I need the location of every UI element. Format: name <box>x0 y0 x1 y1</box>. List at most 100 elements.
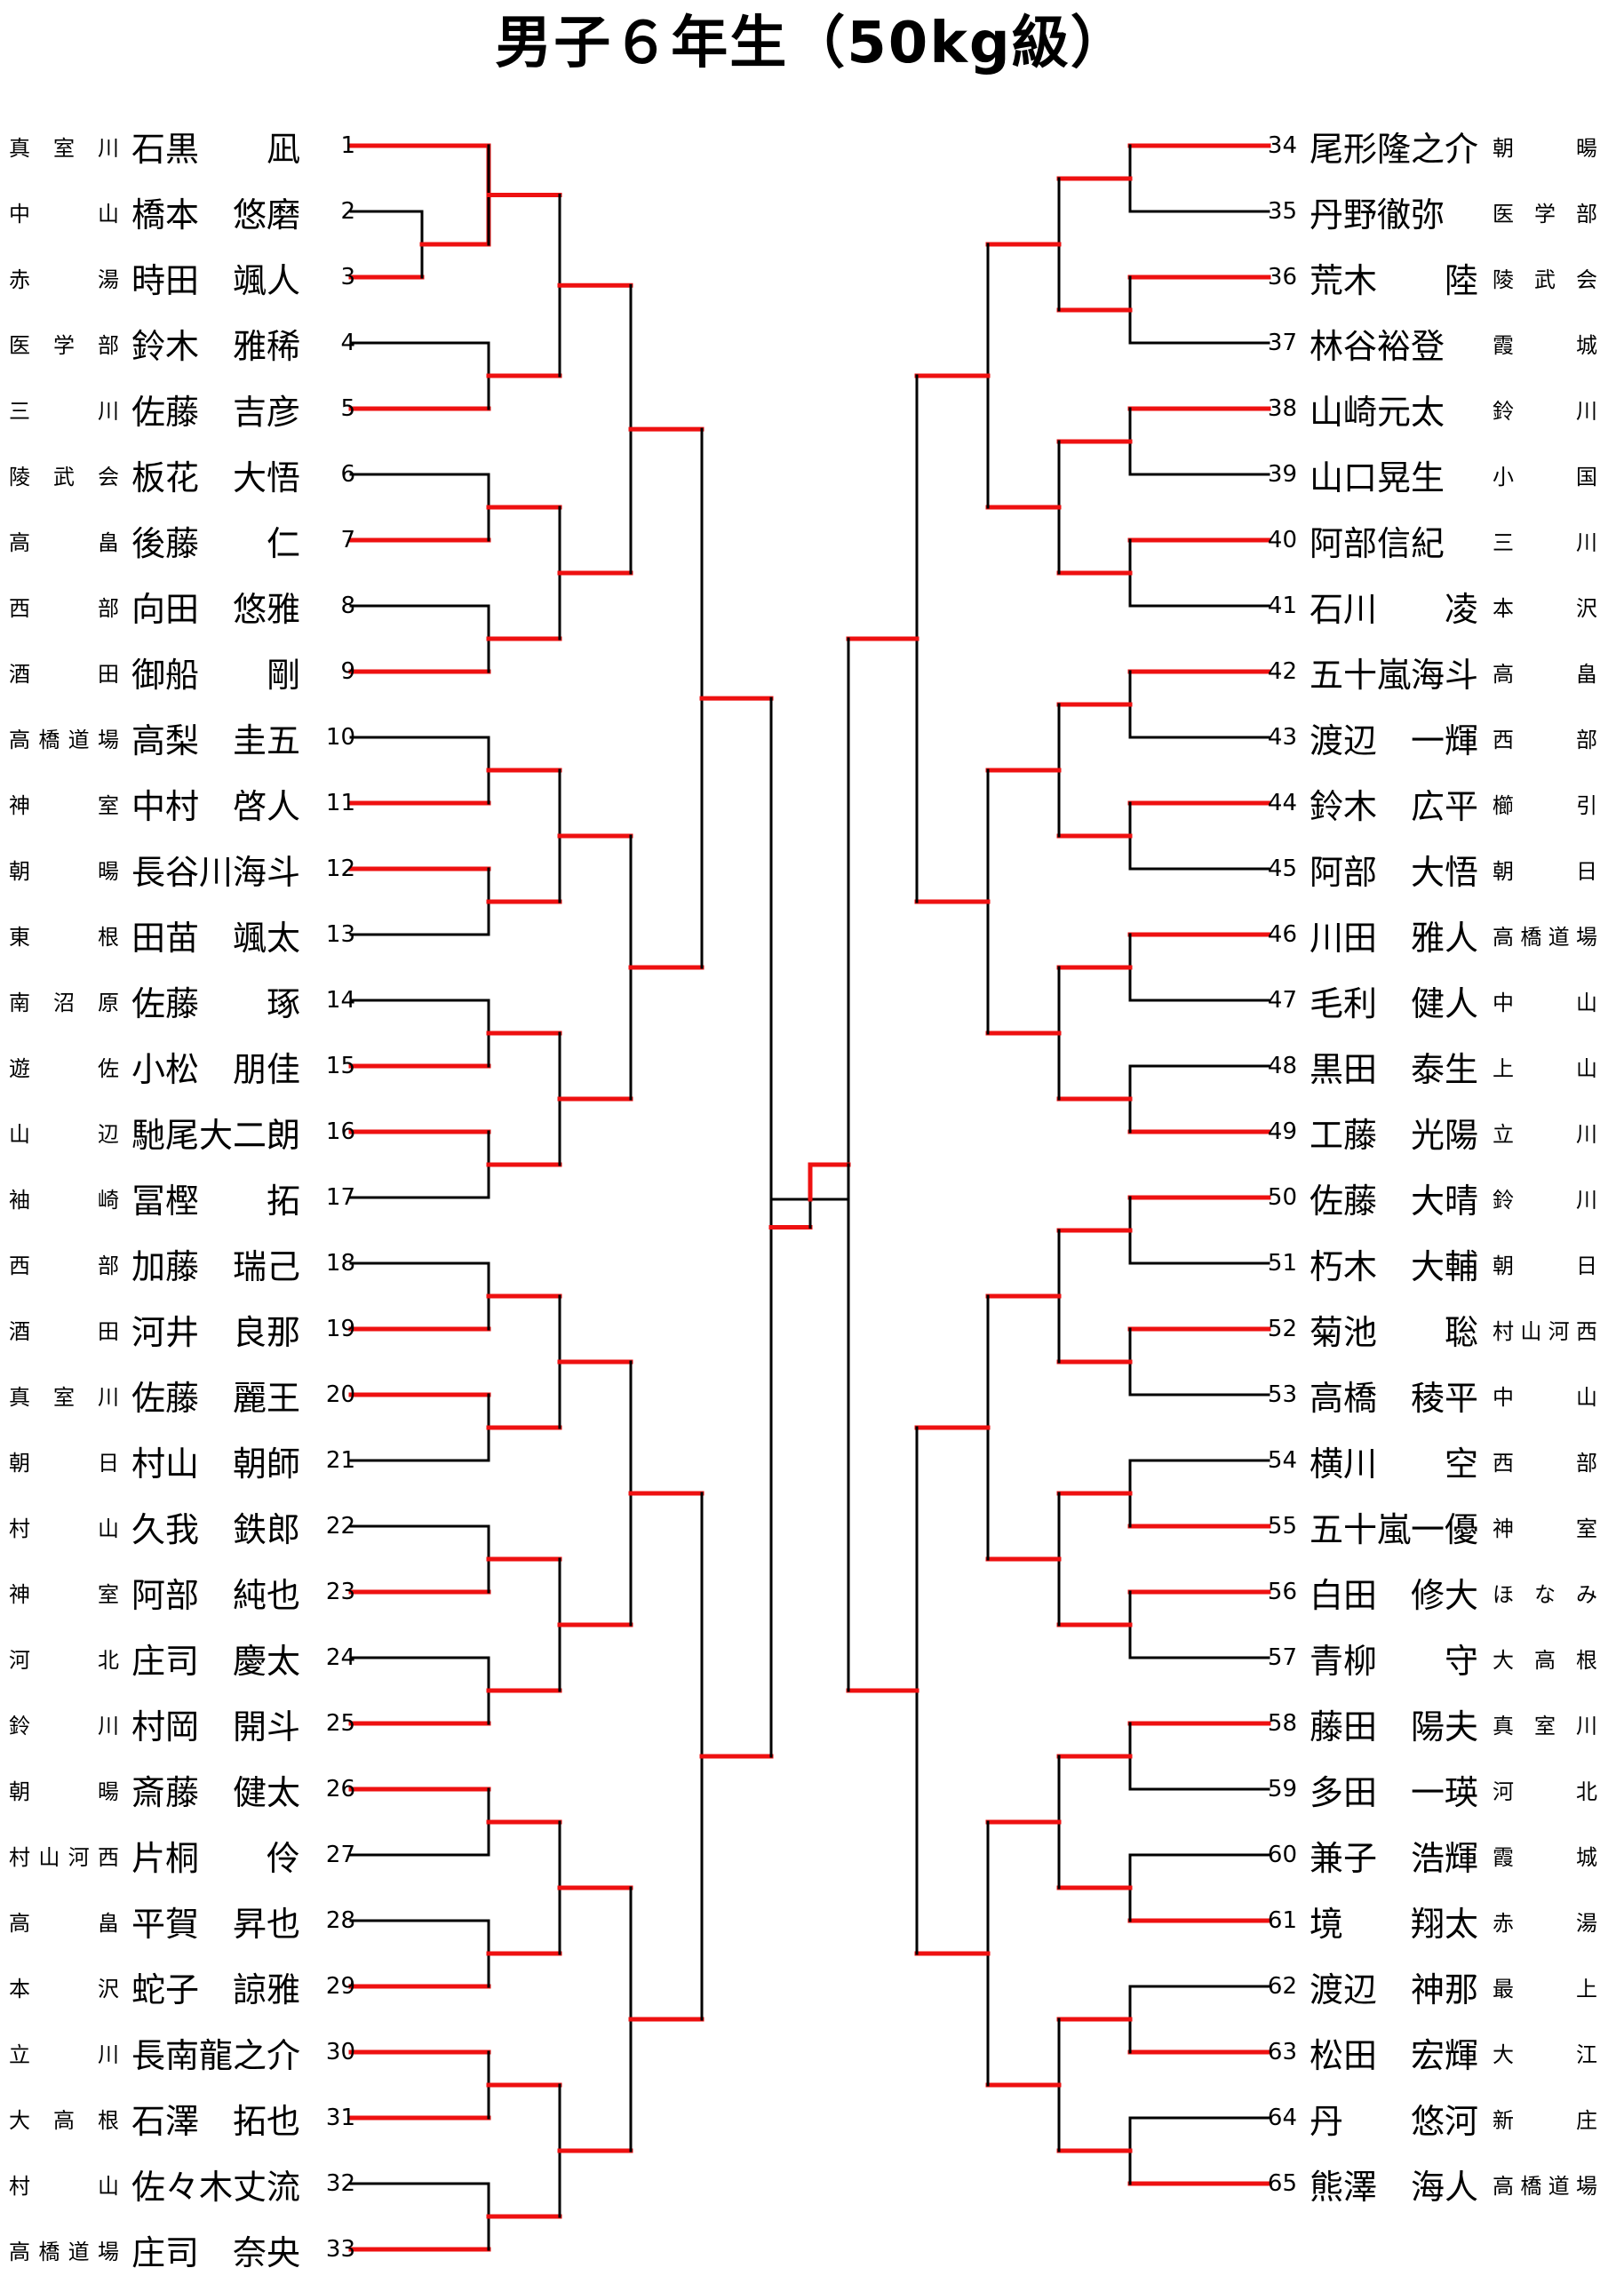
entry-row: 51 朽木 大輔朝 日 <box>1262 1237 1597 1290</box>
player-name: 石川 凌 <box>1310 589 1479 629</box>
seed-number: 36 <box>1267 264 1297 290</box>
club-name: 中 山 <box>9 201 119 227</box>
player-name: 板花 大悟 <box>131 458 301 497</box>
player-name: 熊澤 海人 <box>1310 2167 1479 2207</box>
player-name: 高梨 圭五 <box>131 720 301 760</box>
seed-number: 21 <box>325 1447 355 1474</box>
player-name: 佐藤 吉彦 <box>131 392 301 432</box>
player-name: 久我 鉄郎 <box>131 1509 301 1549</box>
club-name: 立 川 <box>1493 1121 1597 1147</box>
seed-number: 39 <box>1267 461 1297 488</box>
club-name: 神 室 <box>9 792 119 818</box>
player-name: 五十嵐一優 <box>1310 1509 1479 1549</box>
club-name: 三 川 <box>9 398 119 424</box>
club-name: 高 畠 <box>9 1910 119 1936</box>
seed-number: 20 <box>325 1381 355 1408</box>
club-name: 本 沢 <box>9 1976 119 2001</box>
seed-number: 8 <box>340 593 355 619</box>
player-name: 工藤 光陽 <box>1310 1115 1479 1155</box>
player-name: 庄司 慶太 <box>131 1641 301 1681</box>
club-name: 河 北 <box>9 1647 119 1673</box>
club-name: 新 庄 <box>1493 2107 1597 2133</box>
player-name: 加藤 瑞己 <box>131 1246 301 1286</box>
club-name: 神 室 <box>1493 1516 1597 1541</box>
club-name: 高橋道場 <box>9 727 119 752</box>
player-name: 片桐 伶 <box>131 1838 301 1878</box>
player-name: 蛇子 諒雅 <box>131 1970 301 2009</box>
club-name: 朝 日 <box>1493 1253 1597 1278</box>
player-name: 田苗 颯太 <box>131 918 301 958</box>
player-name: 林谷裕登 <box>1310 326 1445 366</box>
seed-number: 3 <box>340 264 355 290</box>
seed-number: 47 <box>1267 987 1297 1014</box>
seed-number: 56 <box>1267 1579 1297 1605</box>
club-name: 山 辺 <box>9 1121 119 1147</box>
player-name: 時田 颯人 <box>131 260 301 300</box>
entry-row: 64 丹 悠河新 庄 <box>1262 2091 1597 2145</box>
player-name: 朽木 大輔 <box>1310 1246 1479 1286</box>
seed-number: 18 <box>325 1250 355 1277</box>
player-name: 藤田 陽夫 <box>1310 1707 1479 1747</box>
club-name: 真室川 <box>9 135 119 161</box>
seed-number: 4 <box>340 330 355 356</box>
player-name: 山口晃生 <box>1310 458 1445 497</box>
seed-number: 51 <box>1267 1250 1297 1277</box>
player-name: 阿部 大悟 <box>1310 852 1479 892</box>
player-name: 多田 一瑛 <box>1310 1772 1479 1812</box>
player-name: 丹 悠河 <box>1310 2101 1479 2141</box>
seed-number: 44 <box>1267 790 1297 816</box>
seed-number: 31 <box>325 2105 355 2131</box>
player-name: 村岡 開斗 <box>131 1707 301 1747</box>
seed-number: 61 <box>1267 1907 1297 1934</box>
seed-number: 64 <box>1267 2105 1297 2131</box>
seed-number: 42 <box>1267 658 1297 685</box>
seed-number: 30 <box>325 2039 355 2065</box>
club-name: 高 畠 <box>1493 661 1597 687</box>
seed-number: 40 <box>1267 527 1297 553</box>
seed-number: 54 <box>1267 1447 1297 1474</box>
seed-number: 62 <box>1267 1973 1297 2000</box>
player-name: 尾形隆之介 <box>1310 129 1479 169</box>
seed-number: 2 <box>340 198 355 225</box>
club-name: 袖 崎 <box>9 1187 119 1213</box>
player-name: 境 翔太 <box>1310 1904 1479 1944</box>
player-name: 松田 宏輝 <box>1310 2035 1479 2075</box>
seed-number: 24 <box>325 1644 355 1671</box>
player-name: 高橋 稜平 <box>1310 1378 1479 1418</box>
player-name: 丹野徹弥 <box>1310 195 1445 235</box>
seed-number: 9 <box>340 658 355 685</box>
club-name: 朝 暘 <box>9 1779 119 1804</box>
entry-row: 55 五十嵐一優神 室 <box>1262 1500 1597 1553</box>
seed-number: 16 <box>325 1118 355 1145</box>
club-name: 立 川 <box>9 2041 119 2067</box>
seed-number: 35 <box>1267 198 1297 225</box>
seed-number: 14 <box>325 987 355 1014</box>
club-name: 西 部 <box>9 595 119 621</box>
club-name: 上 山 <box>1493 1055 1597 1081</box>
player-name: 阿部 純也 <box>131 1575 301 1615</box>
seed-number: 28 <box>325 1907 355 1934</box>
club-name: 最 上 <box>1493 1976 1597 2001</box>
seed-number: 55 <box>1267 1513 1297 1540</box>
club-name: 小 国 <box>1493 464 1597 489</box>
player-name: 山崎元太 <box>1310 392 1445 432</box>
